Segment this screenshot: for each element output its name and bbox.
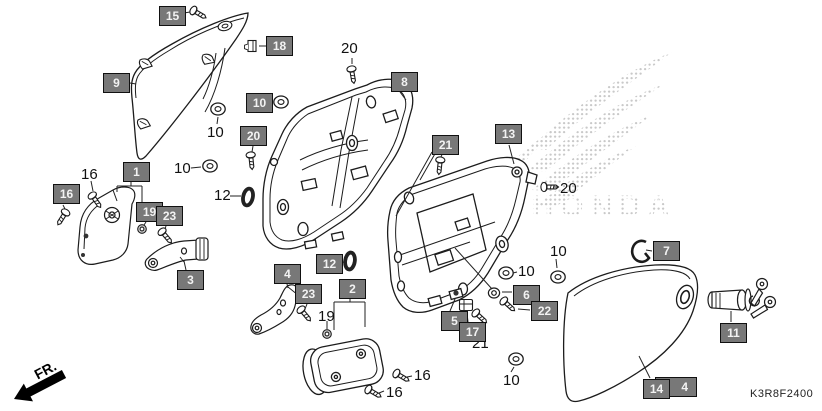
- screw-15-icon: [187, 4, 209, 23]
- part-9-left-side-cover: [130, 12, 249, 160]
- grommet-10-icon: [550, 270, 566, 284]
- part-14-right-side-cover: [562, 264, 699, 403]
- part-callout-6[interactable]: 6: [513, 285, 540, 305]
- nut-19-icon: [322, 329, 332, 339]
- part-number-label-10: 10: [174, 160, 191, 177]
- part-number-label-10: 10: [518, 263, 535, 280]
- part-callout-17[interactable]: 17: [459, 322, 486, 342]
- part-callout-8[interactable]: 8: [391, 72, 418, 92]
- part-8-inner-frame: [262, 78, 414, 250]
- grommet-10-icon: [508, 352, 524, 366]
- part-callout-2[interactable]: 2: [339, 279, 366, 299]
- nut-5-icon: [453, 290, 459, 296]
- part-number-label-20: 20: [341, 40, 358, 57]
- part-callout-16[interactable]: 16: [53, 184, 80, 204]
- nut-19-icon: [137, 224, 147, 234]
- part-callout-10[interactable]: 10: [246, 93, 273, 113]
- grommet-10-icon: [210, 102, 226, 116]
- part-number-label-16: 16: [414, 367, 431, 384]
- part-callout-1[interactable]: 1: [123, 162, 150, 182]
- part-number-label-16: 16: [386, 384, 403, 401]
- part-callout-21[interactable]: 21: [432, 135, 459, 155]
- grommet-10-icon: [273, 95, 289, 109]
- part-number-label-10: 10: [207, 124, 224, 141]
- part-callout-3[interactable]: 3: [177, 270, 204, 290]
- part-callout-18[interactable]: 18: [266, 36, 293, 56]
- screw-20-icon: [345, 64, 360, 85]
- part-number-label-10: 10: [503, 372, 520, 389]
- clip-18-icon: [243, 39, 257, 53]
- part-13-inner-frame: [386, 156, 538, 314]
- part-callout-15[interactable]: 15: [159, 6, 186, 26]
- part-number-label-16: 16: [81, 166, 98, 183]
- screw-23-icon: [295, 303, 315, 325]
- part-callout-13[interactable]: 13: [495, 124, 522, 144]
- part-number-label-10: 10: [550, 243, 567, 260]
- honda-wordmark: HONDA: [532, 190, 677, 223]
- screw-21-icon: [433, 155, 446, 176]
- part-1-front-cover: [77, 186, 136, 265]
- grommet-12-icon: [239, 185, 257, 209]
- grommet-12-icon: [342, 250, 358, 272]
- front-direction-arrow: [14, 370, 67, 402]
- grommet-10-icon: [498, 266, 514, 280]
- part-4-bracket: [250, 284, 299, 335]
- part-callout-12[interactable]: 12: [316, 254, 343, 274]
- part-callout-23[interactable]: 23: [156, 206, 183, 226]
- part-callout-7[interactable]: 7: [653, 241, 680, 261]
- part-callout-14[interactable]: 14: [643, 379, 670, 399]
- part-callout-4[interactable]: 4: [274, 264, 301, 284]
- part-3-bracket: [144, 237, 209, 272]
- grommet-10-icon: [202, 159, 218, 173]
- part-callout-11[interactable]: 11: [720, 323, 747, 343]
- part-11-lock-cylinder-keys: [707, 277, 777, 319]
- diagram-code: K3R8F2400: [750, 388, 814, 400]
- screw-16-icon: [53, 206, 72, 228]
- hardware-glyphs: [53, 4, 566, 402]
- part-number-label-12: 12: [214, 187, 231, 204]
- screw-20-icon: [245, 150, 258, 171]
- part-7-c-clip: [630, 239, 651, 264]
- part-callout-23[interactable]: 23: [295, 284, 322, 304]
- clip-nut-17-icon: [458, 298, 474, 312]
- part-number-label-19: 19: [318, 308, 335, 325]
- part-callout-20[interactable]: 20: [240, 126, 267, 146]
- leader-lines: [62, 11, 732, 394]
- part-2-pocket-cover: [302, 338, 384, 396]
- part-callout-9[interactable]: 9: [103, 73, 130, 93]
- part-number-label-20: 20: [560, 180, 577, 197]
- part-callout-22[interactable]: 22: [531, 301, 558, 321]
- washer-6-icon: [487, 287, 501, 299]
